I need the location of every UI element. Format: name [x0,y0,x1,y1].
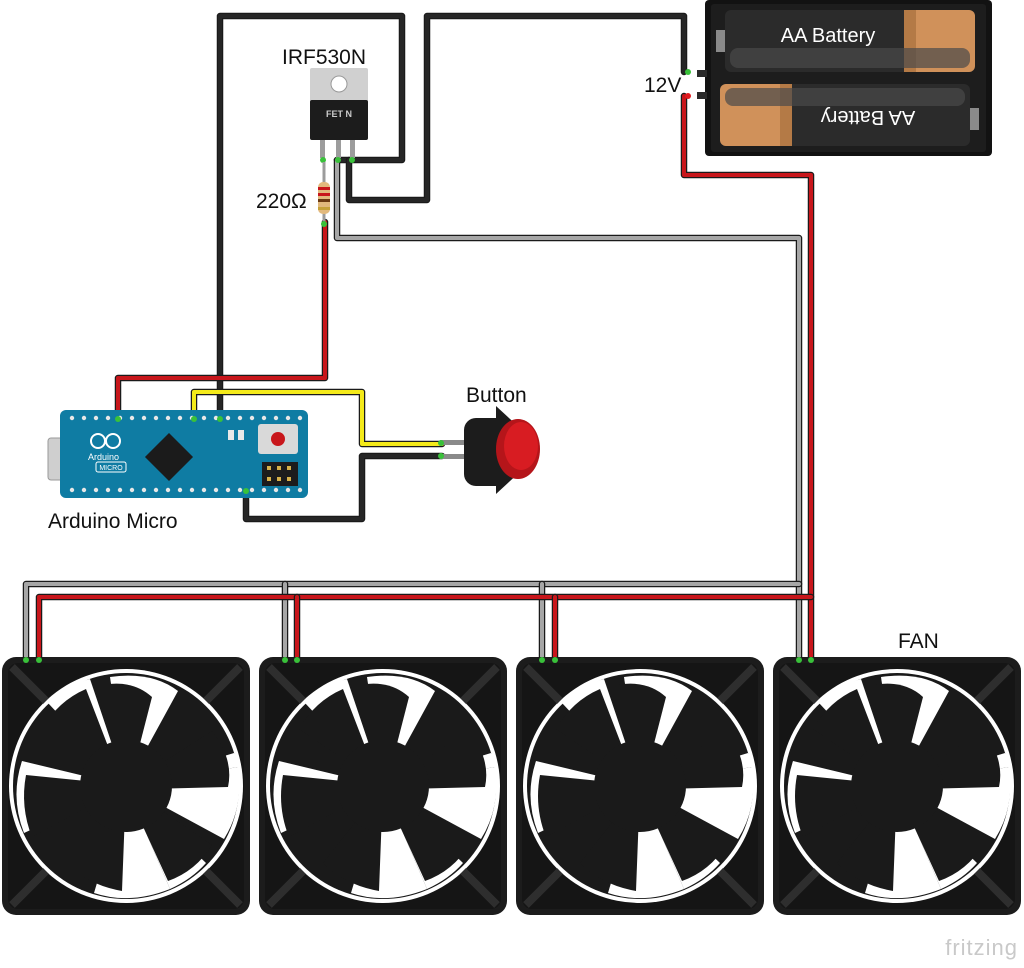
arduino-logo-icon [90,433,121,449]
battery-voltage-label: 12V [644,74,681,97]
reset-button [271,432,285,446]
button-label: Button [466,384,527,407]
fan-2 [259,657,507,915]
wires [22,12,815,664]
arduino-label: Arduino Micro [48,510,178,533]
push-button: Button [438,384,540,494]
fritzing-watermark: fritzing [945,935,1018,960]
mosfet: IRF530N FET N [282,46,368,163]
arduino-model-text: MICRO [99,465,123,472]
battery-cell-bottom: AA Battery [720,84,979,146]
fan-label: FAN [898,630,939,653]
battery-bottom-label: AA Battery [821,106,916,128]
arduino-micro: Arduino MICRO Arduino Micro [47,410,308,533]
resistor-label: 220Ω [256,190,307,213]
mosfet-label: IRF530N [282,46,366,69]
wire-battery-positive [680,92,815,664]
battery-pack: AA Battery AA Battery 12V [644,0,992,156]
mosfet-marking: FET N [326,109,352,119]
fan-1 [2,657,250,915]
fan-3 [516,657,764,915]
battery-cell-top: AA Battery [716,10,975,72]
resistor: 220Ω [256,162,330,227]
arduino-logo-text: Arduino [88,452,119,462]
fan-4 [773,657,1021,915]
battery-top-label: AA Battery [781,25,876,47]
